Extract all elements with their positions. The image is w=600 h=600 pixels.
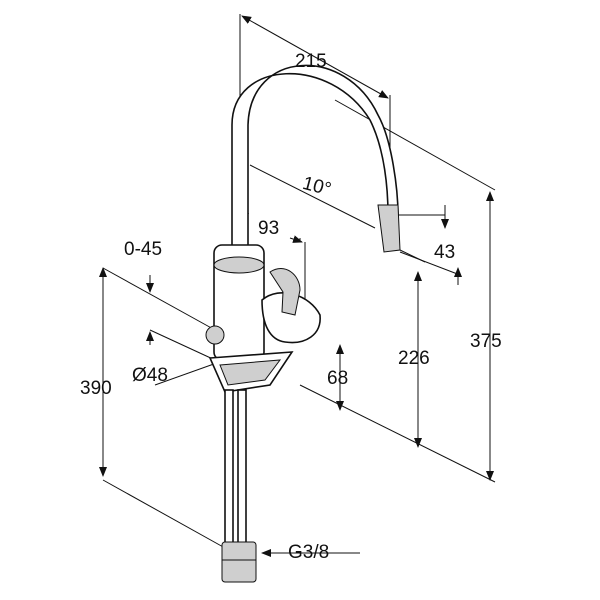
temperature-knob: [205, 325, 225, 345]
connection-fitting: [221, 541, 257, 583]
dim-diameter-48: Ø48: [132, 365, 168, 386]
spout-nozzle: [377, 204, 401, 253]
dim-215: 215: [295, 51, 327, 72]
dim-g3-8: G3/8: [288, 542, 329, 563]
dim-68: 68: [327, 368, 348, 389]
dim-390: 390: [80, 378, 112, 399]
supply-hose-1: [224, 389, 234, 551]
dimension-lines: [99, 14, 496, 557]
dim-0-45: 0-45: [124, 239, 162, 260]
faucet: [205, 64, 401, 583]
dim-375: 375: [470, 331, 502, 352]
dim-43: 43: [434, 242, 455, 263]
dim-10-deg: 10°: [300, 173, 333, 201]
lever-top: [269, 267, 301, 316]
dim-226: 226: [398, 348, 430, 369]
supply-hose-2: [237, 389, 247, 551]
dim-93: 93: [258, 218, 279, 239]
